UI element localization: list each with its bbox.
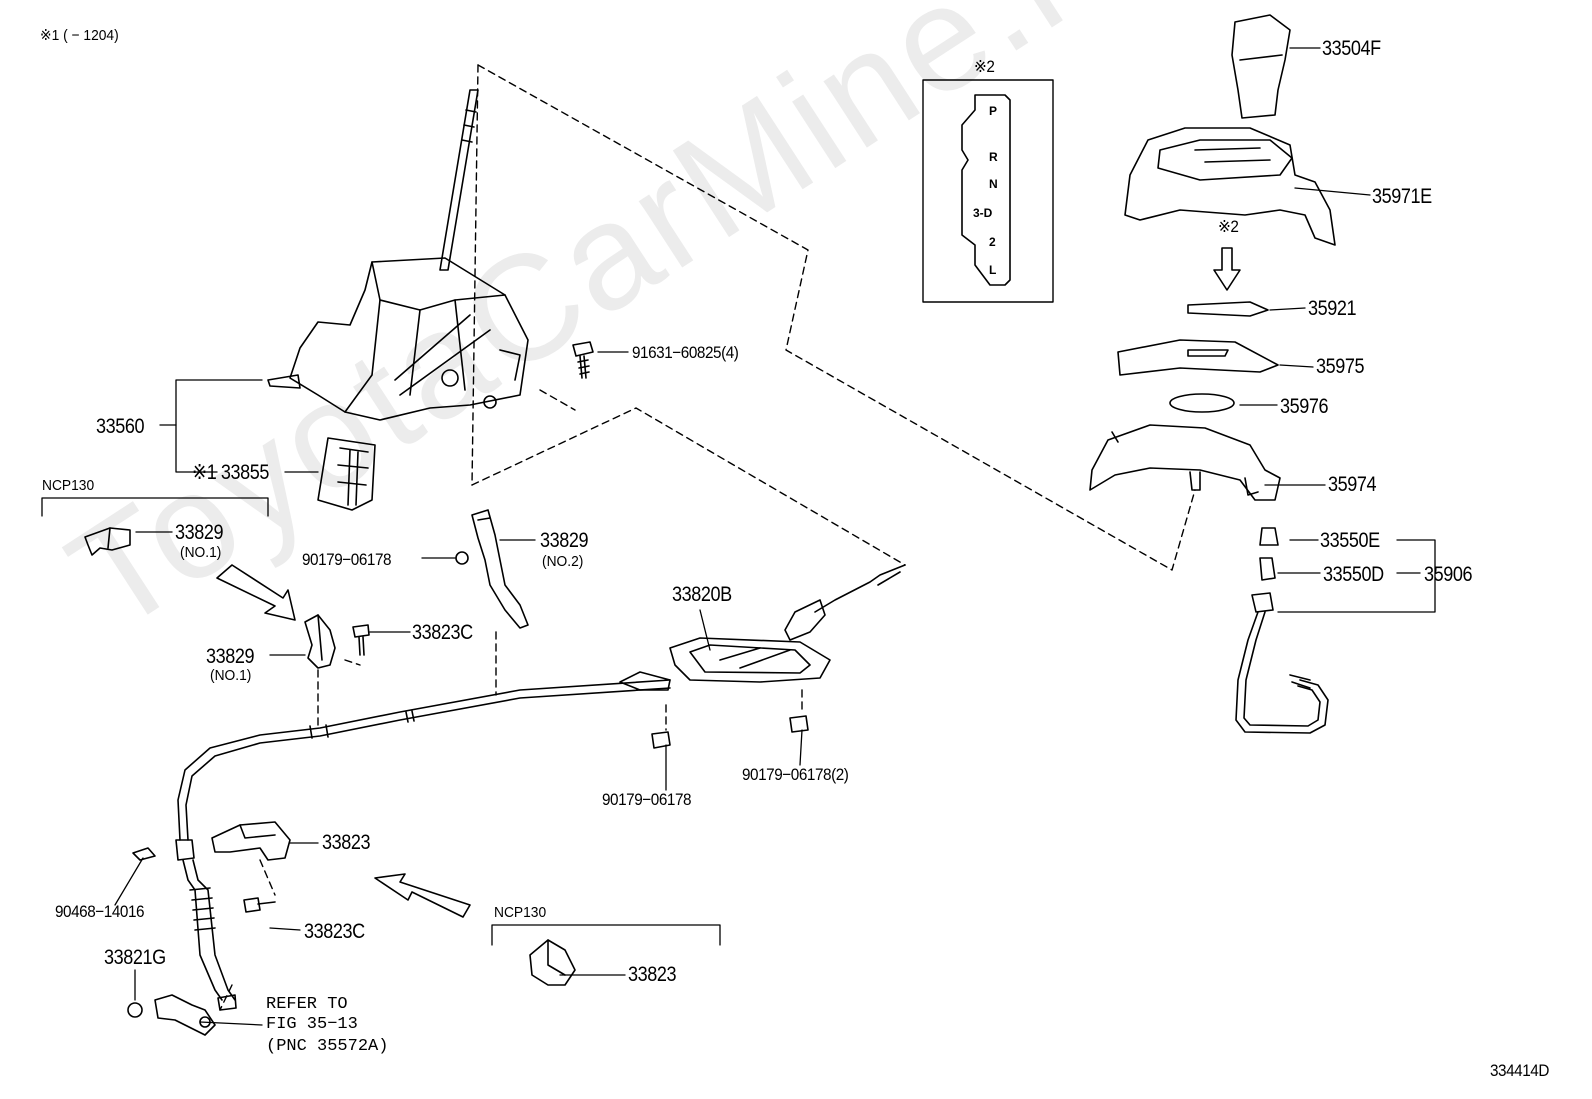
part-label-33823c-a: 33823C: [412, 621, 473, 644]
plate-35921-drawing: [1187, 301, 1269, 317]
bracket-33823-b-drawing: [529, 939, 576, 986]
part-label-33560: 33560: [96, 415, 145, 438]
gate-n: N: [989, 177, 998, 191]
gate-p: P: [989, 104, 998, 118]
nut-90179-a-drawing: [455, 551, 469, 565]
nut-90179-b-drawing: [651, 731, 671, 749]
footnote-1: ※1 ( − 1204): [40, 27, 119, 44]
part-label-33829-no1-a: 33829: [175, 521, 224, 544]
part-label-33855: ※1 33855: [192, 461, 269, 484]
bracket-33829-no2-drawing: [471, 509, 529, 629]
part-label-90179-a: 90179−06178: [302, 550, 392, 569]
part-label-35921: 35921: [1308, 297, 1357, 320]
gate-l: L: [989, 263, 997, 277]
part-sub-33829-no1-a: (NO.1): [180, 544, 222, 561]
ncp130-label-top: NCP130: [42, 477, 95, 494]
part-sub-33829-no1-b: (NO.1): [210, 667, 252, 684]
part-label-33823c-b: 33823C: [304, 920, 365, 943]
arrow-note: ※2: [1218, 217, 1239, 236]
bracket-33823-a-drawing: [211, 821, 291, 861]
bolt-33823c-top-drawing: [352, 624, 370, 656]
ncp130-group-bracket-bottom: [491, 924, 721, 946]
part-label-35971e: 35971E: [1372, 185, 1432, 208]
ring-35976-drawing: [1169, 393, 1235, 413]
housing-35974-drawing: [1089, 424, 1281, 501]
bracket-33855-drawing: [317, 437, 376, 511]
part-sub-33829-no2: (NO.2): [542, 553, 584, 570]
ncp130-group-bracket-top: [41, 497, 269, 517]
part-label-91631: 91631−60825(4): [632, 343, 739, 362]
part-label-90179-b: 90179−06178: [602, 790, 692, 809]
lever-35572a-drawing: [154, 994, 216, 1036]
part-label-33829-no2: 33829: [540, 529, 589, 552]
part-label-33821g: 33821G: [104, 946, 166, 969]
refer-line-1: REFER TO: [266, 995, 348, 1014]
part-label-33550d: 33550D: [1323, 563, 1384, 586]
direction-arrows: [216, 247, 1241, 918]
part-label-35975: 35975: [1316, 355, 1365, 378]
nut-90179-c-drawing: [789, 715, 809, 733]
part-label-90468: 90468−14016: [55, 902, 145, 921]
gate-r: R: [989, 150, 998, 164]
part-label-35976: 35976: [1280, 395, 1329, 418]
refer-line-3: (PNC 35572A): [266, 1037, 389, 1056]
nut-33821g-drawing: [127, 1002, 143, 1018]
leader-lines: [114, 47, 1436, 1026]
part-label-33504f: 33504F: [1322, 37, 1381, 60]
clip-90468-drawing: [132, 847, 156, 861]
part-label-35974: 35974: [1328, 473, 1377, 496]
bulb-socket-35906-drawing: [1235, 527, 1329, 734]
inset-title: ※2: [974, 57, 995, 76]
housing-35971e-drawing: [1124, 127, 1336, 246]
gate-2: 2: [989, 235, 996, 249]
part-label-33829-no1-b: 33829: [206, 645, 255, 668]
ncp130-label-bottom: NCP130: [494, 904, 547, 921]
panel-35975-drawing: [1117, 339, 1279, 376]
figure-id: 334414D: [1490, 1061, 1549, 1080]
part-label-35906: 35906: [1424, 563, 1473, 586]
shift-cable-assembly: [175, 564, 906, 1011]
gate-3d: 3-D: [973, 206, 993, 220]
inset-box: [922, 79, 1054, 303]
part-label-33823-a: 33823: [322, 831, 371, 854]
bracket-33829-no1-drawing: [84, 527, 131, 556]
part-label-33820b: 33820B: [672, 583, 732, 606]
part-label-90179-c: 90179−06178(2): [742, 765, 849, 784]
part-label-33550e: 33550E: [1320, 529, 1380, 552]
knob-33504f-drawing: [1231, 14, 1291, 119]
dashed-assembly-lines: [219, 64, 1196, 1011]
refer-line-2: FIG 35−13: [266, 1015, 358, 1034]
part-label-33823-b: 33823: [628, 963, 677, 986]
bracket-33829-no1-mid-drawing: [304, 614, 336, 669]
bolt-33823c-bottom-drawing: [243, 897, 276, 913]
bolt-91631-drawing: [572, 341, 594, 379]
shift-lever-assembly: [267, 89, 529, 421]
